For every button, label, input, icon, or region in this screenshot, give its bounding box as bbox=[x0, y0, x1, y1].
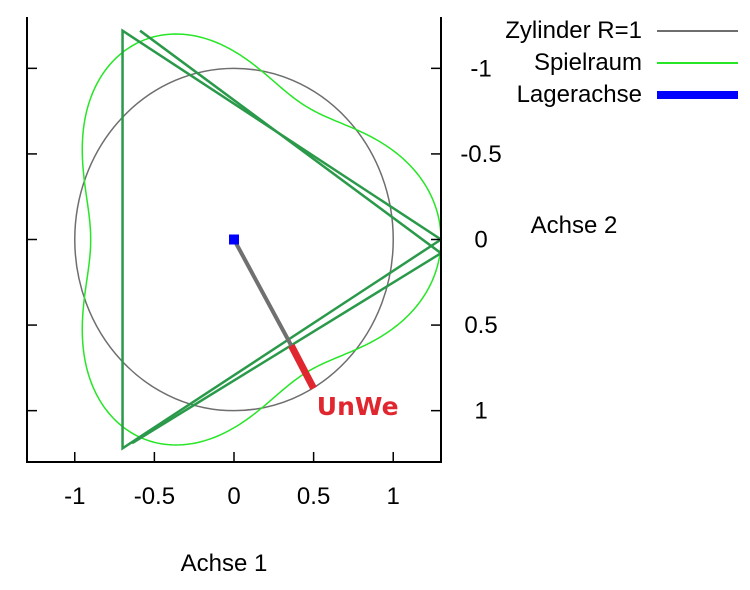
x-tick-label-3: 0.5 bbox=[297, 483, 330, 510]
x-tick-label-4: 1 bbox=[387, 483, 400, 510]
triangle-segment-1 bbox=[131, 252, 441, 445]
x-tick-label-0: -1 bbox=[64, 483, 85, 510]
legend-label-spielraum: Spielraum bbox=[534, 49, 642, 76]
series-lagerachse-point-0 bbox=[229, 234, 239, 245]
vector-unwe bbox=[288, 343, 317, 391]
y-tick-label-3: 0.5 bbox=[464, 312, 497, 339]
y-tick-label-0: -1 bbox=[470, 55, 491, 82]
legend: Zylinder R=1 Spielraum Lagerachse bbox=[505, 17, 738, 108]
plot-area bbox=[74, 28, 441, 451]
annotation-unwe: UnWe bbox=[317, 392, 399, 421]
vector-lagerachse-offset bbox=[232, 238, 294, 347]
plot-content bbox=[74, 28, 441, 451]
y-tick-label-4: 1 bbox=[474, 398, 487, 425]
series-zylinder-circle bbox=[74, 67, 394, 412]
y-tick-label-1: -0.5 bbox=[460, 141, 501, 168]
tick-labels: -1 -0.5 0 0.5 1 -1 -0.5 0 0.5 1 bbox=[64, 55, 502, 510]
x-axis-label: Achse 1 bbox=[181, 550, 268, 577]
series-spielraum-curve bbox=[81, 33, 441, 446]
x-tick-label-2: 0 bbox=[227, 483, 240, 510]
x-tick-label-1: -0.5 bbox=[134, 483, 175, 510]
tick-marks bbox=[27, 67, 441, 462]
y-tick-label-2: 0 bbox=[474, 227, 487, 254]
y-axis-label: Achse 2 bbox=[531, 212, 618, 239]
legend-label-lagerachse: Lagerachse bbox=[517, 81, 642, 108]
legend-label-zylinder: Zylinder R=1 bbox=[505, 17, 642, 44]
triangle-segment-0 bbox=[139, 29, 441, 255]
